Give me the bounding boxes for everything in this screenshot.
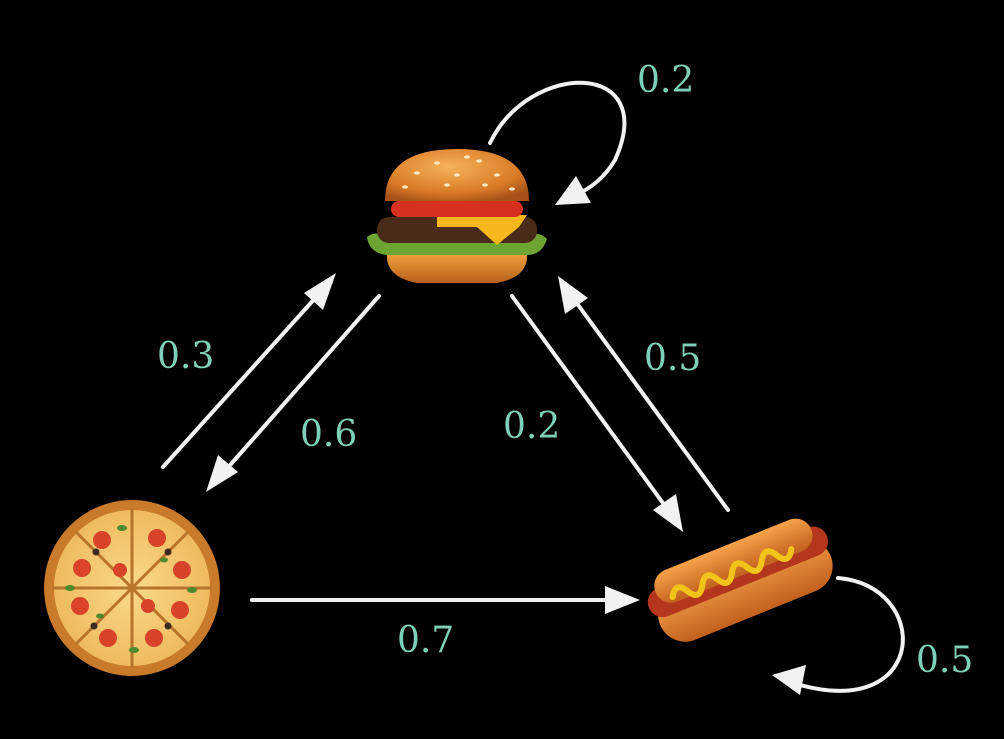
- label-hotdog-to-burger: 0.5: [644, 338, 701, 379]
- label-burger-to-pizza: 0.6: [300, 414, 357, 455]
- burger-icon: [367, 149, 547, 283]
- edge-hotdog-to-burger: [571, 296, 730, 512]
- edge-burger-to-pizza: [222, 294, 381, 474]
- burger-node: [367, 149, 547, 283]
- pizza-node: [44, 500, 220, 676]
- arrowhead-hotdog-to-hotdog: [772, 665, 806, 695]
- hotdog-icon: [647, 518, 833, 642]
- hotdog-node: [647, 518, 833, 642]
- label-pizza-to-hotdog: 0.7: [397, 620, 454, 661]
- edge-hotdog-to-hotdog: [798, 576, 905, 693]
- edge-burger-to-burger: [488, 80, 627, 197]
- label-burger-to-hotdog: 0.2: [503, 406, 560, 447]
- arrowhead-pizza-to-hotdog: [605, 586, 640, 614]
- edge-pizza-to-burger: [161, 293, 320, 469]
- arrowhead-burger-to-burger: [555, 176, 591, 205]
- label-pizza-to-burger: 0.3: [157, 336, 214, 377]
- label-burger-to-burger: 0.2: [637, 60, 694, 101]
- label-hotdog-to-hotdog: 0.5: [916, 640, 973, 681]
- arrowhead-burger-to-hotdog: [653, 494, 683, 532]
- arrowhead-burger-to-pizza: [206, 455, 238, 492]
- pizza-icon: [44, 500, 220, 676]
- arrowhead-hotdog-to-burger: [558, 276, 588, 314]
- arrowhead-pizza-to-burger: [304, 273, 336, 310]
- edge-burger-to-hotdog: [510, 294, 670, 512]
